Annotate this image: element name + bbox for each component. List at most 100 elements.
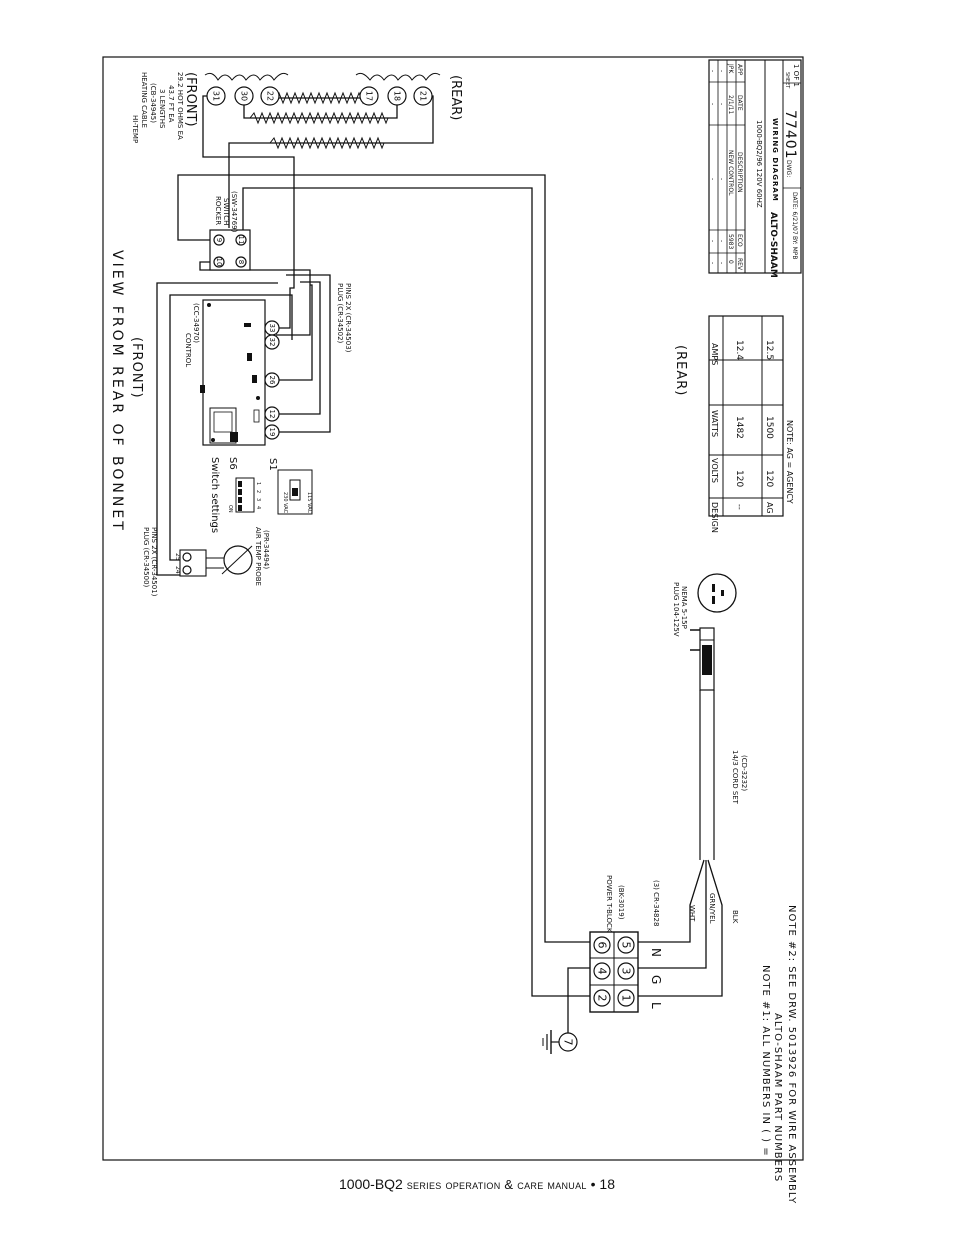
terminal-label: 26 [268, 376, 276, 385]
rev-cell: JPK [727, 63, 734, 74]
rev-cell: - [709, 70, 716, 72]
rev-cell: 2/1/11 [727, 95, 734, 114]
tblock-label-2: (BK-3019) [617, 885, 625, 920]
footer-manual: series operation & care manual [406, 1177, 587, 1192]
dwg-label: DWG: [785, 160, 792, 177]
rocker-label-2: SWITCH [222, 198, 230, 225]
spec-cell: 120 [734, 470, 744, 487]
plug-power-label-2: NEMA 5-15P [680, 586, 688, 629]
tblock-letter-g: G [649, 975, 663, 984]
tblock-label-1: POWER T-BLOCK [605, 875, 613, 933]
terminal-label: 32 [268, 338, 276, 347]
drawing-title: WIRING DIAGRAM [771, 118, 779, 202]
terminal-label: 6 [596, 942, 609, 949]
spec-header: VOLTS [710, 458, 719, 483]
tblock-letter-l: L [649, 1002, 663, 1009]
heater-labels: (FRONT) (REAR) HI-TEMP HEATING CABLE (CB… [131, 72, 463, 143]
cord-set-label-2: (CD-3232) [740, 755, 748, 791]
terminal-label: 17 [365, 91, 374, 101]
rev-cell: - [709, 240, 716, 242]
terminal-label: 2 [596, 995, 609, 1002]
rev-header: DATE [736, 95, 743, 111]
heater-terminal: 21 [413, 86, 433, 106]
note-agency: NOTE: AG = AGENCY [785, 420, 794, 504]
probe-label-2: (PR-34494) [262, 530, 270, 569]
title-block: - - - - - - - - - - 0 5983 NEW CONTROL 2… [708, 59, 802, 278]
wires [156, 95, 723, 1042]
dip-number: 2 [255, 490, 261, 493]
air-temp-probe-icon [206, 545, 253, 575]
footer-separator: • [590, 1176, 596, 1192]
rear-heater-label: (REAR) [448, 75, 463, 120]
dwg-number: 77401 [782, 110, 798, 160]
dip-number: 4 [255, 506, 261, 509]
footer-page-number: 18 [599, 1176, 615, 1192]
terminal-label: 5 [620, 942, 633, 949]
spec-cell: 120 [764, 470, 774, 487]
rev-cell: 5983 [727, 234, 734, 249]
cord-set-label-1: 14/3 CORD SET [731, 750, 739, 805]
terminal-label: 7 [562, 1039, 575, 1046]
terminal-label: 10 [215, 258, 223, 267]
view-title: VIEW FROM REAR OF BONNET [109, 250, 125, 533]
terminal-label: 19 [268, 428, 276, 437]
rev-cell: 0 [727, 260, 734, 264]
rocker-label-3: (SW-34769) [230, 191, 238, 233]
control-label-2: (CC-34970) [192, 303, 200, 343]
rev-cell: - [709, 262, 716, 264]
front-heater-label: (FRONT) [183, 72, 198, 127]
drawn-by: BY: MPB [791, 236, 798, 260]
page-footer: 1000-BQ2 series operation & care manual … [0, 1176, 954, 1192]
footer-model: 1000-BQ2 [339, 1176, 403, 1192]
power-tblock: 6 5 4 3 2 1 [589, 931, 639, 1013]
115-vac-label: 115 VAC [306, 492, 312, 514]
terminal-label: 12 [268, 410, 276, 419]
heater-terminal: 17 [359, 86, 379, 106]
heating-cable-label-2: HEATING CABLE [140, 72, 148, 128]
terminal-label: 8 [237, 260, 245, 264]
plug-probe-label-1: PLUG (CR-34500) [142, 527, 150, 588]
spec-cell: 1500 [764, 416, 774, 439]
terminal-label: 1 [620, 995, 633, 1002]
rev-cell: - [718, 103, 725, 105]
terminal-label: 31 [212, 91, 221, 101]
terminal-label: 24 [174, 566, 181, 574]
spec-header: AMPS [710, 343, 719, 365]
rev-header: APP [736, 64, 743, 76]
spec-cell: -- [735, 504, 744, 510]
230-vac-label: 230 VAC [282, 492, 288, 514]
plug-probe-label-2: PINS 2X (CR-34501) [150, 527, 158, 597]
sheet-label: SHEET [784, 72, 790, 89]
rev-header: ECO [736, 234, 743, 247]
rev-cell: NEW CONTROL [727, 150, 734, 196]
spec-header: WATTS [710, 410, 719, 437]
probe-label-1: AIR TEMP PROBE [254, 527, 262, 586]
plug-control-label-1: PLUG (CR-34502) [336, 283, 344, 344]
spec-header: DESIGN [710, 502, 719, 533]
heating-cable-label-4: 3 LENGTHS [158, 89, 166, 129]
heating-cable-label-3: (CB-34945) [149, 83, 157, 123]
rev-cell: - [718, 262, 725, 264]
note-2: NOTE #2: SEE DRW. 5013926 FOR WIRE ASSEM… [786, 905, 797, 1204]
note-1b: ALTO-SHAAM PART NUMBERS [772, 1013, 783, 1182]
terminal-label: 4 [596, 968, 609, 975]
heater-terminal: 18 [387, 86, 407, 106]
cord-plug-icon [690, 627, 715, 860]
power-plug-icon [697, 573, 737, 613]
heating-cable-label-5: 43.7 FT EA [167, 85, 175, 123]
ground-icon: 7 [542, 1030, 578, 1054]
terminal-label: 11 [237, 236, 245, 245]
terminal-label: 33 [268, 324, 276, 333]
spec-cell: 1482 [734, 416, 744, 439]
dip-number: 1 [255, 482, 261, 485]
dip-switch-s6: ON 1 2 3 4 [227, 477, 261, 513]
heater-terminal: 30 [234, 86, 254, 106]
terminal-label: 21 [419, 91, 428, 101]
rocker-switch: 9 11 10 8 [209, 229, 251, 271]
note-1: NOTE #1: ALL NUMBERS IN ( ) = [760, 965, 771, 1157]
drawing-frame [102, 56, 804, 1161]
rear-table-label: (REAR) [673, 345, 688, 396]
control-terminals: 33 32 26 12 19 [264, 320, 280, 440]
rev-cell: - [709, 178, 716, 180]
